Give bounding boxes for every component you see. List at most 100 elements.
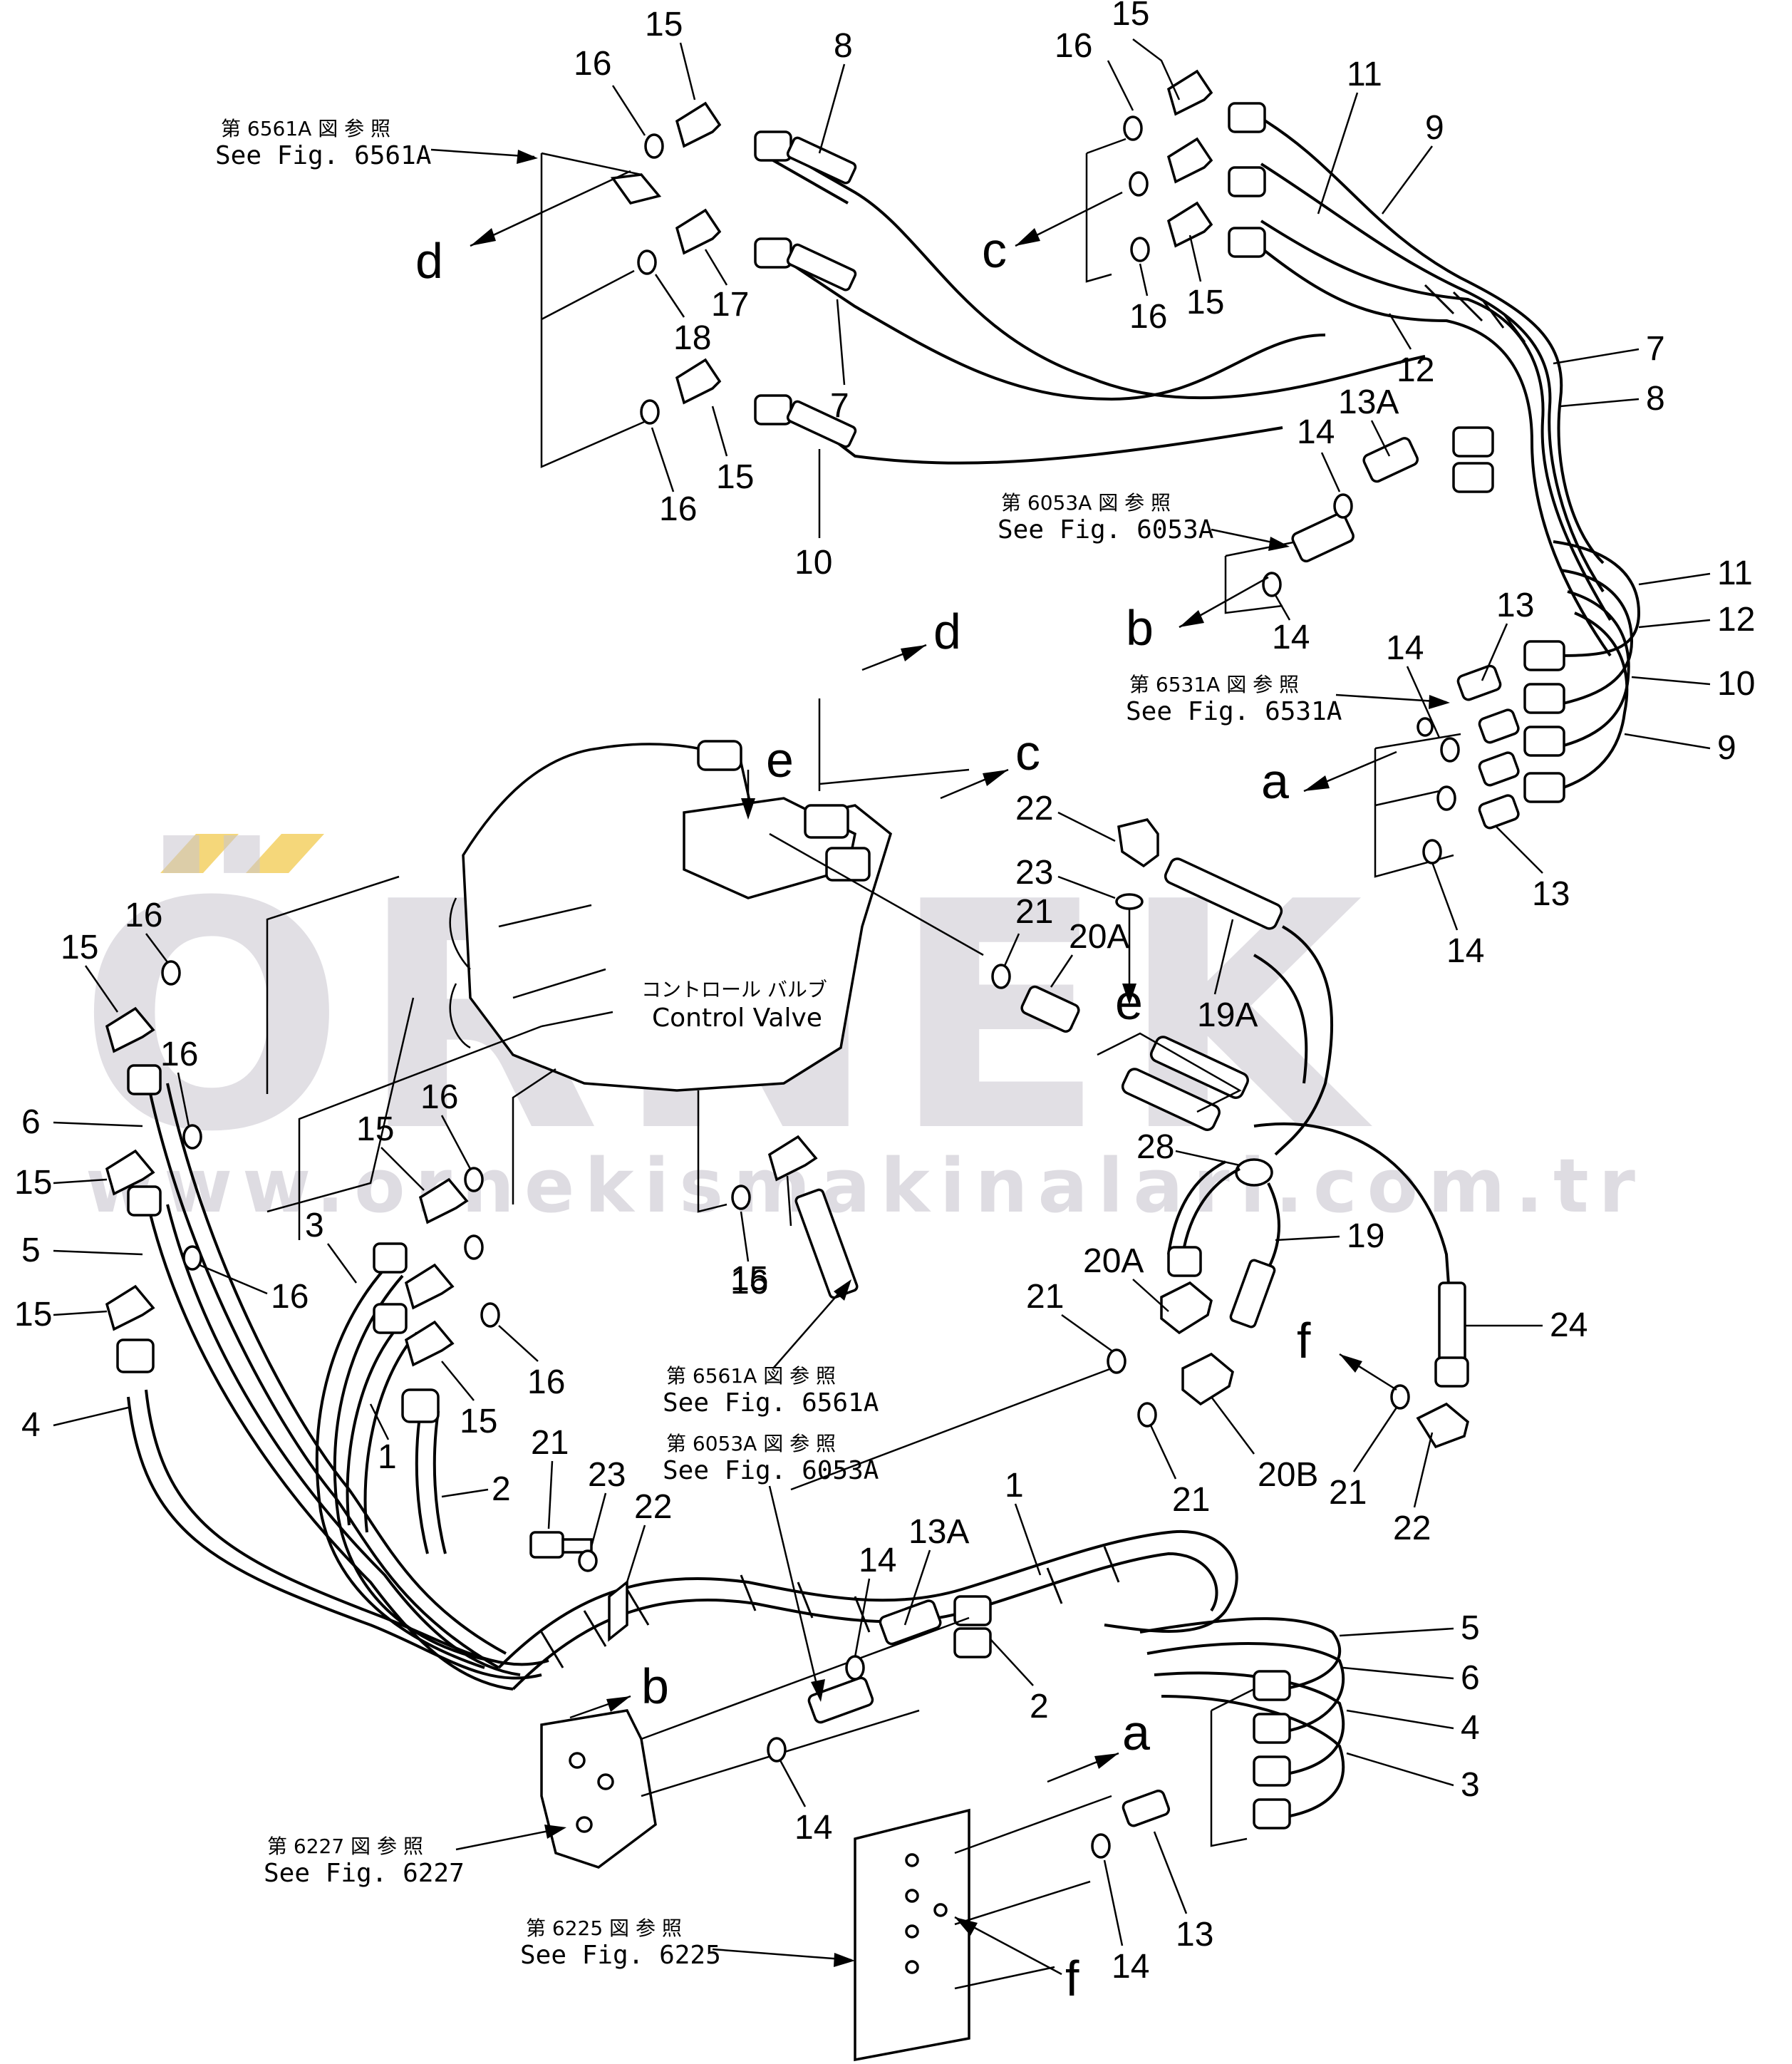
elbow-fitting [1416, 1402, 1469, 1449]
port [905, 1853, 919, 1867]
figure-reference: 第 6531A 図 参 照 See Fig. 6531A [1126, 673, 1450, 726]
part-number-label: 24 [1550, 1306, 1588, 1344]
figure-references: 第 6561A 図 参 照 See Fig. 6561A 第 6053A 図 参… [215, 117, 1450, 1970]
port [905, 1889, 919, 1903]
svg-text:See Fig. 6531A: See Fig. 6531A [1126, 697, 1342, 726]
hose-end-fitting [127, 1185, 162, 1217]
connection-letter-f: f [1065, 1951, 1079, 2006]
bottom-group [529, 1531, 1171, 2062]
port [905, 1924, 919, 1939]
part-number-label: 21 [1026, 1278, 1064, 1316]
connection-letter-b: b [641, 1658, 669, 1714]
hose-end-fitting [1253, 1798, 1291, 1830]
o-ring [731, 1185, 751, 1210]
part-number-label: 7 [830, 387, 849, 425]
hose-end-fitting [786, 400, 857, 448]
figure-reference: 第 6053A 図 参 照 See Fig. 6053A [998, 491, 1290, 551]
connection-letter-a: a [1122, 1705, 1150, 1760]
o-ring [1416, 717, 1434, 737]
right-mid-fittings [790, 818, 1469, 1491]
part-number-label: 22 [1393, 1510, 1431, 1547]
o-ring [1107, 1348, 1127, 1374]
o-ring [1333, 493, 1353, 519]
control-valve-body [462, 743, 893, 1092]
o-ring [1129, 171, 1149, 197]
part-number-label: 20B [1258, 1456, 1318, 1494]
elbow-fitting [675, 208, 722, 255]
svg-text:See Fig. 6561A: See Fig. 6561A [663, 1388, 879, 1418]
elbow-fitting [105, 1006, 155, 1053]
hose-end-fitting [1167, 1246, 1202, 1277]
part-number-label: 9 [1717, 729, 1736, 767]
o-ring [1262, 572, 1282, 597]
port [576, 1816, 593, 1833]
svg-text:See Fig. 6225: See Fig. 6225 [520, 1941, 721, 1970]
hose-end-fitting [1523, 683, 1565, 714]
part-number-label: 16 [527, 1363, 565, 1401]
o-ring [1130, 237, 1150, 262]
part-number-label: 14 [859, 1542, 896, 1579]
adapter-fitting [1160, 1281, 1213, 1335]
part-number-label: 14 [794, 1809, 832, 1847]
svg-text:第 6531A 図 参 照: 第 6531A 図 参 照 [1129, 673, 1299, 696]
part-number-label: 2 [492, 1470, 511, 1508]
o-ring [1123, 115, 1143, 141]
hose-end-fitting [1523, 726, 1565, 757]
o-ring [161, 960, 181, 986]
part-callouts: 15 16 8 17 18 7 15 16 10 15 16 11 9 16 1… [14, 0, 1755, 1986]
svg-text:第 6561A 図 参 照: 第 6561A 図 参 照 [221, 117, 390, 140]
part-number-label: 22 [1015, 790, 1053, 827]
connector-fitting [1478, 751, 1520, 787]
connection-letter-d: d [933, 604, 961, 659]
part-number-label: 8 [834, 27, 853, 65]
hose-end-fitting [1228, 166, 1266, 197]
part-number-label: 16 [271, 1278, 309, 1316]
o-ring [845, 1655, 865, 1681]
svg-text:See Fig. 6561A: See Fig. 6561A [215, 141, 432, 170]
control-valve-label-jp: コントロール バルブ [641, 978, 827, 1001]
hose-end-fitting [754, 130, 792, 162]
part-number-label: 28 [1136, 1128, 1174, 1166]
part-number-label: 19A [1197, 996, 1258, 1034]
part-number-label: 16 [574, 45, 611, 83]
part-number-label: 23 [1015, 854, 1053, 892]
elbow-fitting [105, 1284, 155, 1331]
o-ring [1436, 785, 1456, 811]
connection-letter-b: b [1126, 600, 1154, 656]
valve-port [697, 740, 742, 771]
part-number-label: 16 [1055, 27, 1092, 65]
mounting-plate [610, 173, 662, 205]
part-number-label: 14 [1446, 932, 1484, 970]
svg-text:第 6561A 図 参 照: 第 6561A 図 参 照 [666, 1364, 836, 1388]
part-number-label: 15 [356, 1110, 394, 1148]
hose-end-fitting [116, 1338, 155, 1373]
part-number-label: 15 [14, 1296, 52, 1333]
hose-end-fitting [1438, 1281, 1466, 1363]
part-number-label: 13 [1176, 1916, 1213, 1954]
part-number-label: 15 [1186, 284, 1224, 321]
figure-reference: 第 6225 図 参 照 See Fig. 6225 [520, 1916, 855, 1970]
hose-clamp [608, 1579, 628, 1642]
part-number-label: 22 [634, 1488, 672, 1526]
hose-end-fitting [953, 1595, 992, 1626]
part-number-label: 14 [1112, 1948, 1149, 1986]
svg-text:See Fig. 6053A: See Fig. 6053A [663, 1456, 879, 1485]
part-number-label: 15 [730, 1260, 768, 1298]
part-number-label: 1 [1005, 1467, 1024, 1505]
part-number-label: 21 [1329, 1474, 1367, 1512]
elbow-fitting [418, 1177, 469, 1224]
o-ring [464, 1234, 484, 1260]
hose-end-fitting [786, 243, 857, 291]
connection-letter-f: f [1297, 1313, 1311, 1368]
valve-block-6227 [540, 1709, 657, 1869]
top-fittings [610, 69, 1565, 865]
part-number-label: 15 [716, 458, 754, 496]
part-number-label: 12 [1397, 351, 1434, 389]
hose-end-fitting [786, 136, 857, 185]
connector-fitting [1478, 794, 1520, 830]
part-number-label: 3 [305, 1207, 324, 1244]
hose-end-fitting [953, 1627, 992, 1658]
part-number-label: 21 [1015, 893, 1053, 931]
svg-text:第 6225 図 参 照: 第 6225 図 参 照 [526, 1916, 682, 1940]
